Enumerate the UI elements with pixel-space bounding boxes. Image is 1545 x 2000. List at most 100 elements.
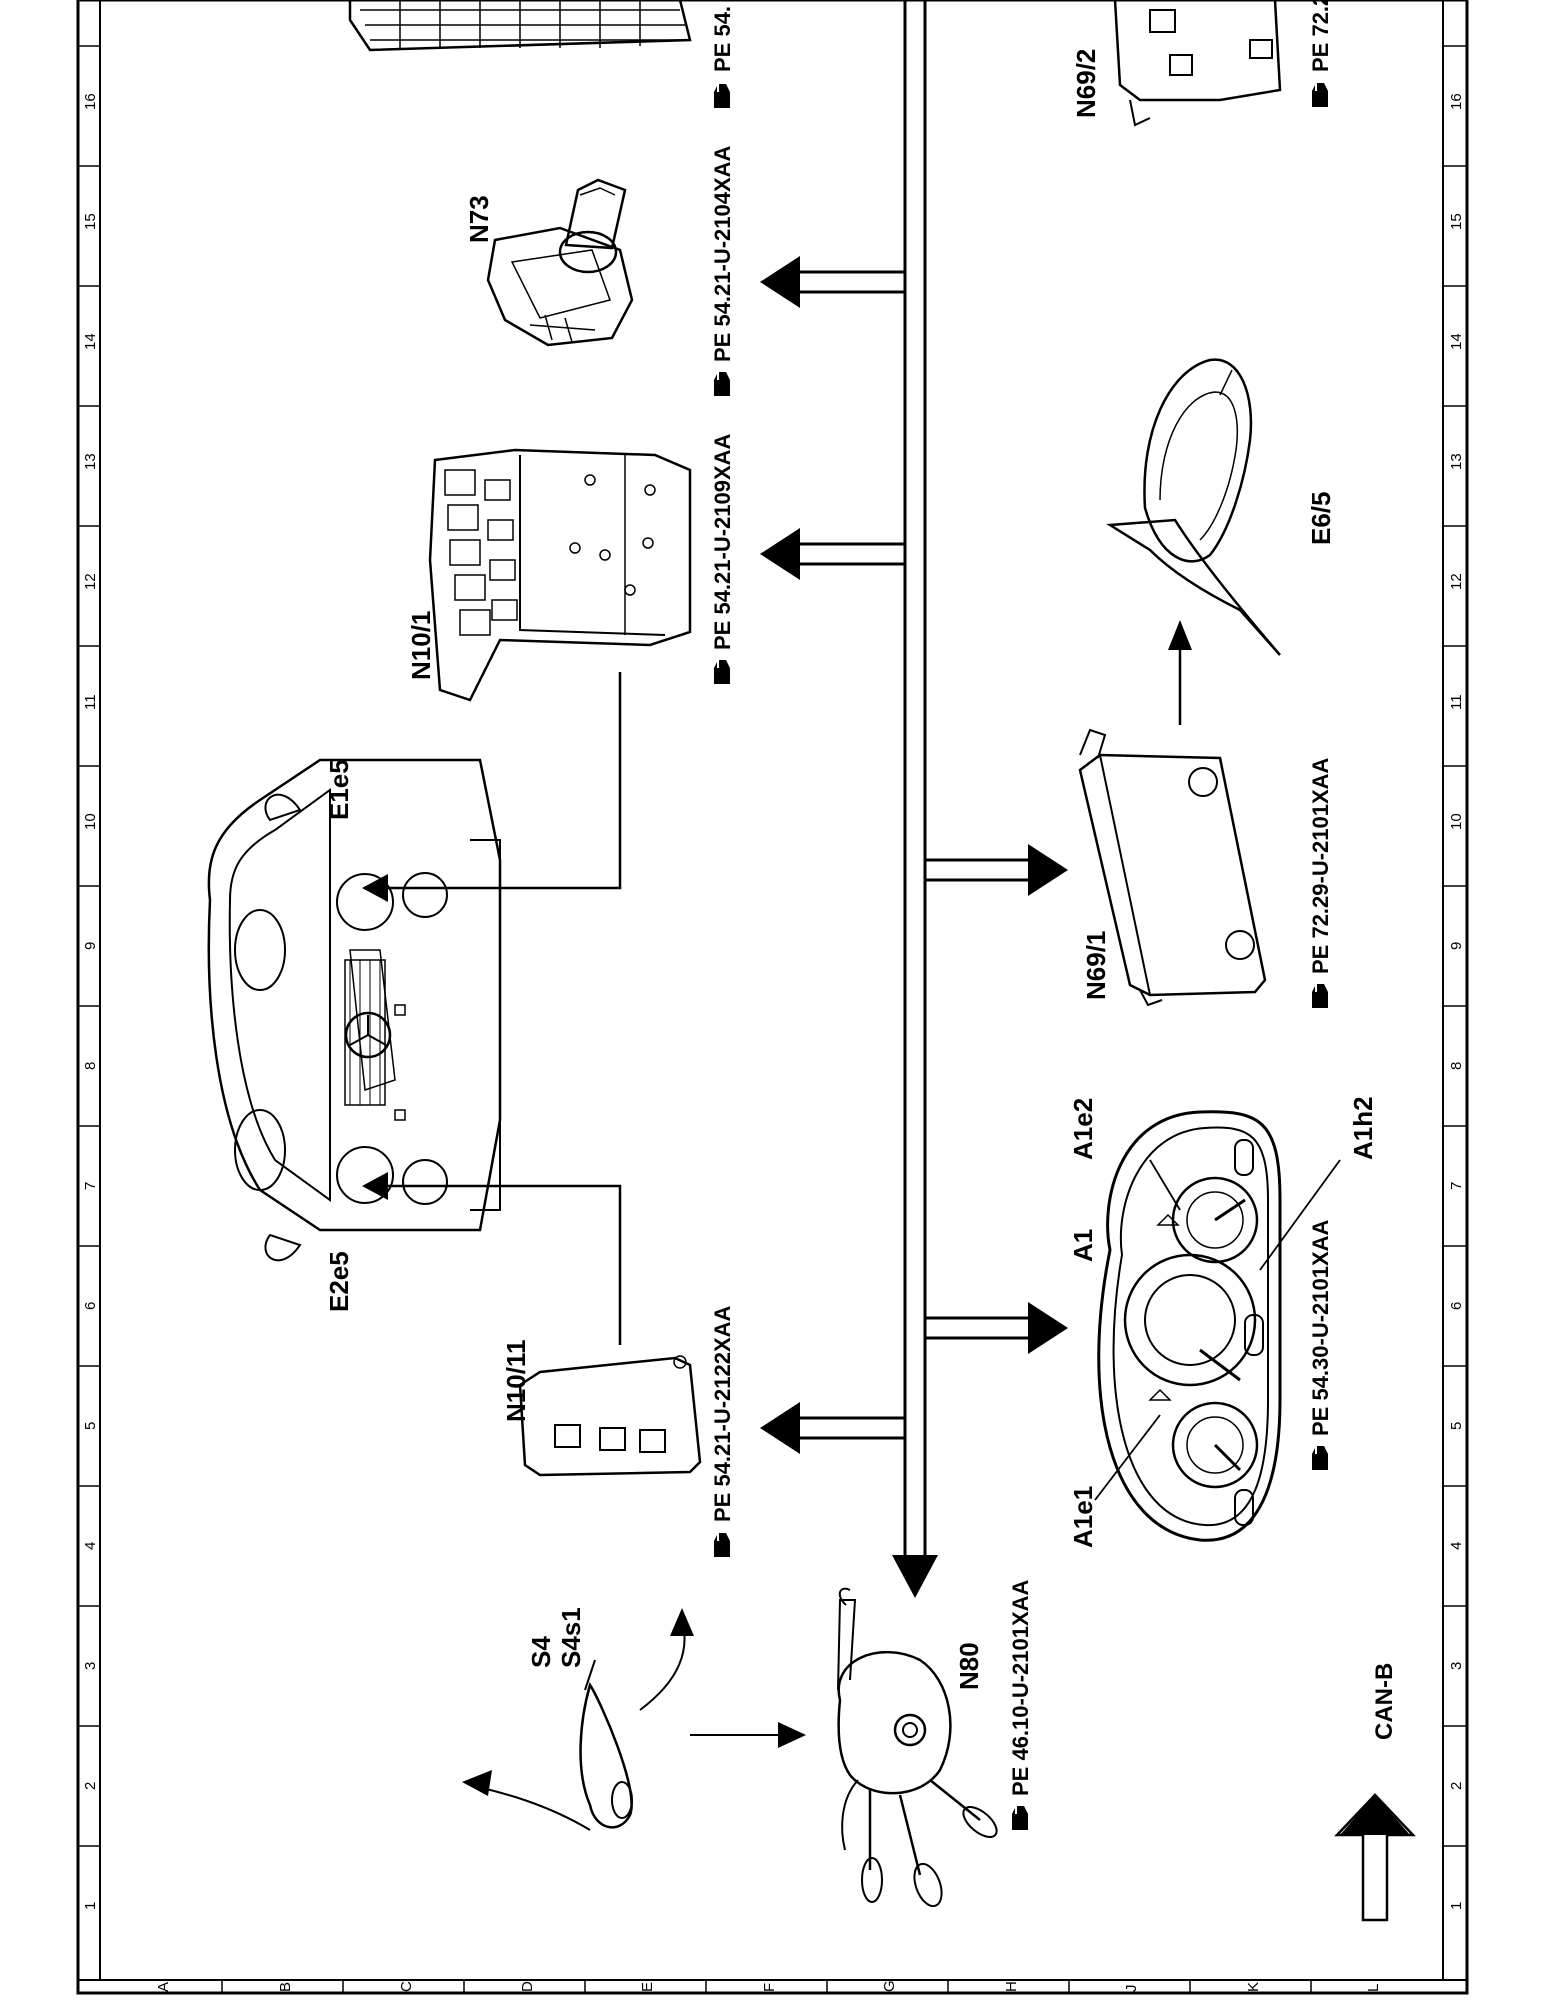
grid-number: 3 bbox=[82, 1662, 99, 1670]
grid-number: 9 bbox=[1448, 942, 1465, 950]
pointing-hand-icon bbox=[714, 658, 730, 684]
can-b-legend: CAN-B bbox=[1334, 1663, 1416, 1922]
pe-reference: PE 54. bbox=[710, 6, 735, 72]
grid-number: 12 bbox=[82, 573, 99, 590]
grid-number: 4 bbox=[82, 1542, 99, 1550]
grid-letter: J bbox=[1123, 1985, 1140, 1993]
grid-letter: C bbox=[398, 1981, 415, 1992]
grid-number: 13 bbox=[1448, 453, 1465, 470]
label-a1e1: A1e1 bbox=[1068, 1486, 1098, 1548]
s4-combination-switch-drawing bbox=[462, 1608, 806, 1831]
pe-reference: PE 54.21-U-2122XAA bbox=[710, 1305, 735, 1522]
grid-number: 10 bbox=[82, 813, 99, 830]
grid-number-ticks bbox=[78, 45, 1467, 1847]
grid-number: 5 bbox=[1448, 1422, 1465, 1430]
grid-number: 14 bbox=[1448, 333, 1465, 350]
pe-reference-a1: PE 54.30-U-2101XAA bbox=[1308, 1219, 1333, 1470]
grid-number: 9 bbox=[82, 942, 99, 950]
pe-reference: PE 72.2 bbox=[1308, 0, 1333, 72]
grid-letter: H bbox=[1003, 1981, 1020, 1992]
grid-number: 15 bbox=[82, 213, 99, 230]
grid-number: 7 bbox=[82, 1182, 99, 1190]
pe-reference: PE 54.21-U-2104XAA bbox=[710, 145, 735, 362]
grid-number: 13 bbox=[82, 453, 99, 470]
grid-number: 1 bbox=[82, 1902, 99, 1910]
grid-letter: B bbox=[277, 1982, 294, 1992]
label-e6-5: E6/5 bbox=[1306, 492, 1336, 546]
label-e1e5: E1e5 bbox=[324, 759, 354, 820]
label-a1: A1 bbox=[1068, 1229, 1098, 1262]
grid-number: 14 bbox=[82, 333, 99, 350]
grid-letter: D bbox=[519, 1981, 536, 1992]
pointing-hand-icon bbox=[714, 1531, 730, 1557]
pe-reference: PE 54.30-U-2101XAA bbox=[1308, 1219, 1333, 1436]
pe-reference-n69-2-cut: PE 72.2 bbox=[1308, 0, 1333, 107]
pe-reference: PE 54.21-U-2109XAA bbox=[710, 433, 735, 650]
grid-letter: G bbox=[881, 1980, 898, 1992]
pointing-hand-icon bbox=[714, 370, 730, 396]
legend-can-b: CAN-B bbox=[1371, 1663, 1398, 1740]
label-s4: S4 bbox=[526, 1636, 556, 1668]
grid-number: 1 bbox=[1448, 1902, 1465, 1910]
grid-number: 6 bbox=[82, 1302, 99, 1310]
pe-reference-n10-11: PE 54.21-U-2122XAA bbox=[710, 1305, 735, 1557]
pe-reference-n69-1: PE 72.29-U-2101XAA bbox=[1308, 757, 1333, 1008]
grid-number: 5 bbox=[82, 1422, 99, 1430]
grid-letter: L bbox=[1365, 1984, 1382, 1992]
grid-number: 11 bbox=[82, 694, 99, 710]
grid-number: 11 bbox=[1448, 694, 1465, 710]
n69-2-door-module-drawing bbox=[1113, 0, 1282, 127]
grid-number: 4 bbox=[1448, 1542, 1465, 1550]
e6-5-exterior-mirror-drawing bbox=[1106, 358, 1281, 656]
grid-number: 8 bbox=[82, 1062, 99, 1070]
grid-number: 2 bbox=[82, 1782, 99, 1790]
n10-1-control-unit-drawing bbox=[428, 448, 692, 702]
pointing-hand-icon bbox=[1312, 81, 1328, 107]
n69-1-door-module-drawing bbox=[1078, 620, 1267, 1007]
label-n10-1: N10/1 bbox=[406, 611, 436, 680]
pe-reference-top-cut: PE 54. bbox=[710, 6, 735, 108]
grid-number: 7 bbox=[1448, 1182, 1465, 1190]
pe-reference: PE 46.10-U-2101XAA bbox=[1008, 1579, 1033, 1796]
pointing-hand-icon bbox=[714, 82, 730, 108]
grid-number: 15 bbox=[1448, 213, 1465, 230]
a1-instrument-cluster-drawing bbox=[1094, 1110, 1341, 1542]
grid-number: 2 bbox=[1448, 1782, 1465, 1790]
grid-number: 3 bbox=[1448, 1662, 1465, 1670]
pe-reference-n10-1: PE 54.21-U-2109XAA bbox=[710, 433, 735, 684]
n73-ignition-switch-drawing bbox=[486, 178, 634, 347]
grid-number: 10 bbox=[1448, 813, 1465, 830]
label-n10-11: N10/11 bbox=[501, 1340, 531, 1422]
grid-number: 6 bbox=[1448, 1302, 1465, 1310]
can-b-bus bbox=[760, 0, 1068, 1598]
label-a1h2: A1h2 bbox=[1348, 1096, 1378, 1160]
grid-letter: K bbox=[1245, 1982, 1262, 1992]
vehicle-front-drawing bbox=[207, 672, 622, 1345]
label-n80: N80 bbox=[954, 1642, 984, 1690]
label-n73: N73 bbox=[464, 195, 494, 243]
grid-number: 12 bbox=[1448, 573, 1465, 590]
grid-letter: E bbox=[639, 1982, 656, 1992]
label-n69-2: N69/2 bbox=[1071, 49, 1101, 118]
top-fuse-box-drawing bbox=[348, 0, 692, 52]
grid-letter: F bbox=[761, 1983, 778, 1992]
grid-letter-ticks bbox=[221, 1980, 1312, 1993]
label-e2e5: E2e5 bbox=[324, 1251, 354, 1312]
pointing-hand-icon bbox=[1312, 1444, 1328, 1470]
n80-steering-column-drawing bbox=[837, 1587, 998, 1908]
grid-numbers-right: 1 2 3 4 5 6 7 8 9 10 11 12 13 14 15 16 bbox=[1448, 93, 1465, 1910]
pe-reference: PE 72.29-U-2101XAA bbox=[1308, 757, 1333, 974]
grid-numbers-left: 1 2 3 4 5 6 7 8 9 10 11 12 13 14 15 16 bbox=[82, 93, 99, 1910]
label-a1e2: A1e2 bbox=[1068, 1098, 1098, 1160]
pe-reference-n73: PE 54.21-U-2104XAA bbox=[710, 145, 735, 396]
grid-number: 16 bbox=[1448, 93, 1465, 110]
diagram-frame bbox=[76, 0, 1469, 1995]
grid-letters: A B C D E F G H J K L bbox=[155, 1980, 1382, 1992]
n10-11-control-unit-drawing bbox=[518, 1355, 702, 1477]
pointing-hand-icon bbox=[1012, 1804, 1028, 1830]
label-n69-1: N69/1 bbox=[1081, 931, 1111, 1000]
grid-number: 16 bbox=[82, 93, 99, 110]
label-s4s1: S4s1 bbox=[556, 1607, 586, 1668]
pe-reference-n80: PE 46.10-U-2101XAA bbox=[1008, 1579, 1033, 1830]
